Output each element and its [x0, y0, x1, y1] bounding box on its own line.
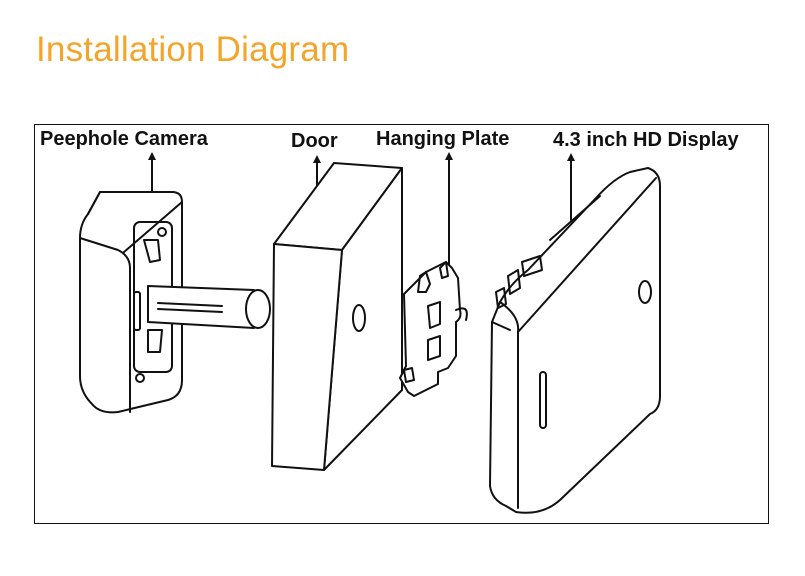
label-door: Door	[291, 130, 338, 152]
rod-end	[245, 289, 271, 329]
connecting-rod	[147, 285, 271, 329]
leader-camera-arrow	[148, 152, 156, 160]
peephole-camera-illustration	[79, 191, 183, 414]
leader-display-arrow	[567, 153, 575, 161]
camera-screw-top	[157, 227, 167, 237]
leader-door-arrow	[313, 155, 321, 163]
door-hole	[352, 304, 366, 332]
hanging-plate-illustration	[399, 261, 468, 397]
page-title: Installation Diagram	[36, 30, 350, 69]
label-hanging-plate: Hanging Plate	[376, 128, 510, 150]
label-peephole-camera: Peephole Camera	[40, 128, 208, 150]
display-illustration	[489, 167, 661, 514]
label-display: 4.3 inch HD Display	[553, 129, 739, 151]
door-illustration	[271, 162, 403, 471]
display-slot	[539, 371, 547, 429]
camera-screw-bottom	[135, 373, 145, 383]
display-lens	[638, 280, 652, 304]
diagram-frame	[34, 124, 769, 524]
leader-plate-arrow	[445, 152, 453, 160]
display-side-button	[521, 255, 543, 277]
